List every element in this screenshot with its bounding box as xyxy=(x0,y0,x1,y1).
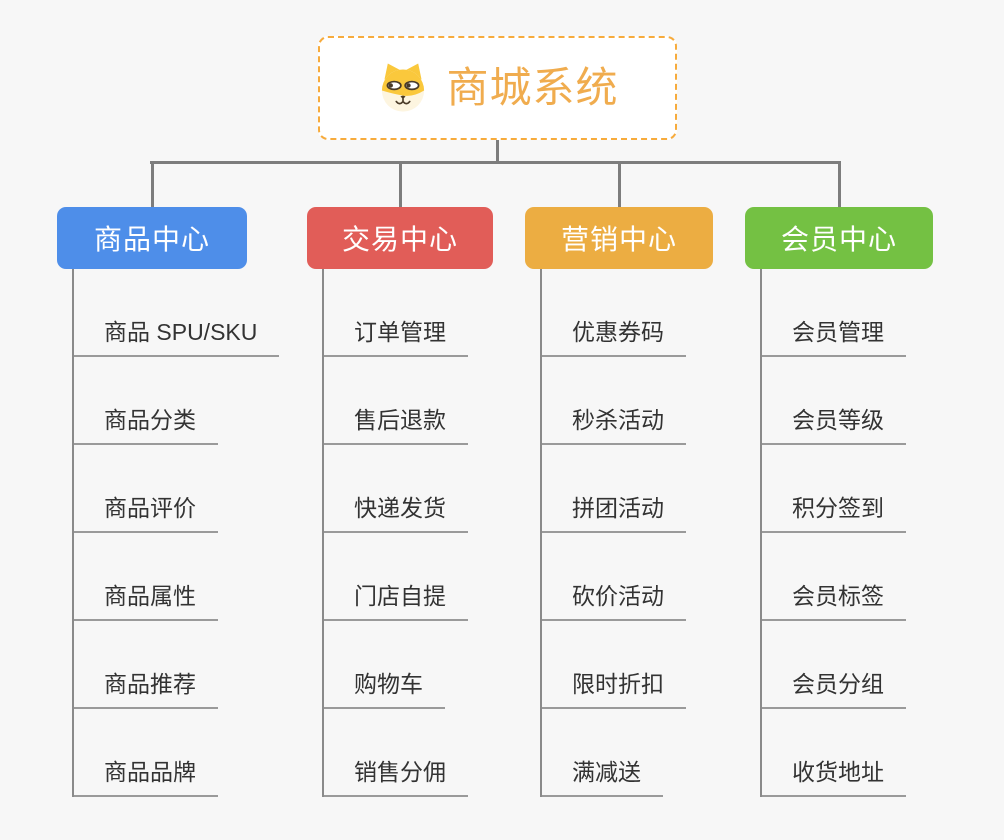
connector-drop xyxy=(618,161,621,210)
branch-item-label[interactable]: 商品推荐 xyxy=(72,670,218,709)
branch-item-label[interactable]: 会员等级 xyxy=(760,406,906,445)
branch-head-0[interactable]: 商品中心 xyxy=(57,207,247,269)
branch-item: 购物车 xyxy=(322,621,468,709)
branch-item: 拼团活动 xyxy=(540,445,686,533)
branch-1: 交易中心 订单管理售后退款快递发货门店自提购物车销售分佣 xyxy=(307,207,493,797)
branch-item: 商品 SPU/SKU xyxy=(72,269,280,357)
root-title: 商城系统 xyxy=(446,64,619,111)
connector-drop xyxy=(151,161,154,210)
connector-horizontal-bar xyxy=(150,161,840,164)
branch-item-label[interactable]: 秒杀活动 xyxy=(540,406,686,445)
dog-face-icon xyxy=(382,63,425,112)
branch-item: 商品评价 xyxy=(72,445,279,533)
branch-item: 秒杀活动 xyxy=(540,357,686,445)
branch-item-label[interactable]: 会员管理 xyxy=(760,318,906,357)
branch-item-label[interactable]: 会员分组 xyxy=(760,670,906,709)
branch-item-label[interactable]: 砍价活动 xyxy=(540,582,686,621)
branch-item-label[interactable]: 订单管理 xyxy=(322,318,468,357)
branch-2: 营销中心 优惠券码秒杀活动拼团活动砍价活动限时折扣满减送 xyxy=(525,207,713,797)
branch-item-label[interactable]: 会员标签 xyxy=(760,582,906,621)
branch-item: 商品属性 xyxy=(72,533,279,621)
branch-item-label[interactable]: 商品 SPU/SKU xyxy=(72,318,280,357)
branch-item: 积分签到 xyxy=(760,445,906,533)
branch-0: 商品中心 商品 SPU/SKU 商品分类商品评价商品属性商品推荐商品品牌 xyxy=(57,207,280,797)
branch-item: 限时折扣 xyxy=(540,621,686,709)
branch-3: 会员中心 会员管理会员等级积分签到会员标签会员分组收货地址 xyxy=(745,207,933,797)
root-node[interactable]: 商城系统 xyxy=(318,36,677,140)
branch-item: 会员标签 xyxy=(760,533,906,621)
branch-item: 订单管理 xyxy=(322,269,468,357)
connector-stem xyxy=(496,140,499,163)
branch-item-label[interactable]: 售后退款 xyxy=(322,406,468,445)
branch-item-label[interactable]: 快递发货 xyxy=(322,494,468,533)
branch-item: 会员分组 xyxy=(760,621,906,709)
branch-item: 会员管理 xyxy=(760,269,906,357)
branch-head-3[interactable]: 会员中心 xyxy=(745,207,933,269)
branch-item-label[interactable]: 门店自提 xyxy=(322,582,468,621)
branch-item: 销售分佣 xyxy=(322,709,468,797)
branch-item-label[interactable]: 限时折扣 xyxy=(540,670,686,709)
branch-item-label[interactable]: 商品属性 xyxy=(72,582,218,621)
branch-item-label[interactable]: 商品品牌 xyxy=(72,758,218,797)
branch-item: 收货地址 xyxy=(760,709,906,797)
branch-item: 快递发货 xyxy=(322,445,468,533)
branch-item-list: 订单管理售后退款快递发货门店自提购物车销售分佣 xyxy=(322,269,468,797)
branch-item: 会员等级 xyxy=(760,357,906,445)
connector-drop xyxy=(838,161,841,210)
branch-item-label[interactable]: 商品分类 xyxy=(72,406,218,445)
branch-item-label[interactable]: 积分签到 xyxy=(760,494,906,533)
branch-item-label[interactable]: 优惠券码 xyxy=(540,318,686,357)
branch-item-label[interactable]: 满减送 xyxy=(540,758,663,797)
branch-item: 砍价活动 xyxy=(540,533,686,621)
branch-item: 满减送 xyxy=(540,709,686,797)
branch-head-2[interactable]: 营销中心 xyxy=(525,207,713,269)
branch-item-label[interactable]: 销售分佣 xyxy=(322,758,468,797)
branch-item-list: 优惠券码秒杀活动拼团活动砍价活动限时折扣满减送 xyxy=(540,269,686,797)
branch-item-label[interactable]: 拼团活动 xyxy=(540,494,686,533)
branch-item-label[interactable]: 商品评价 xyxy=(72,494,218,533)
branch-item: 商品分类 xyxy=(72,357,279,445)
branch-item-label[interactable]: 收货地址 xyxy=(760,758,906,797)
branch-item: 商品品牌 xyxy=(72,709,279,797)
branch-item: 售后退款 xyxy=(322,357,468,445)
branch-item: 商品推荐 xyxy=(72,621,279,709)
branch-head-1[interactable]: 交易中心 xyxy=(307,207,493,269)
branch-item-list: 商品 SPU/SKU 商品分类商品评价商品属性商品推荐商品品牌 xyxy=(72,269,280,797)
branch-item: 门店自提 xyxy=(322,533,468,621)
branch-item-list: 会员管理会员等级积分签到会员标签会员分组收货地址 xyxy=(760,269,906,797)
connector-drop xyxy=(399,161,402,210)
branch-item-label[interactable]: 购物车 xyxy=(322,670,445,709)
branch-item: 优惠券码 xyxy=(540,269,686,357)
